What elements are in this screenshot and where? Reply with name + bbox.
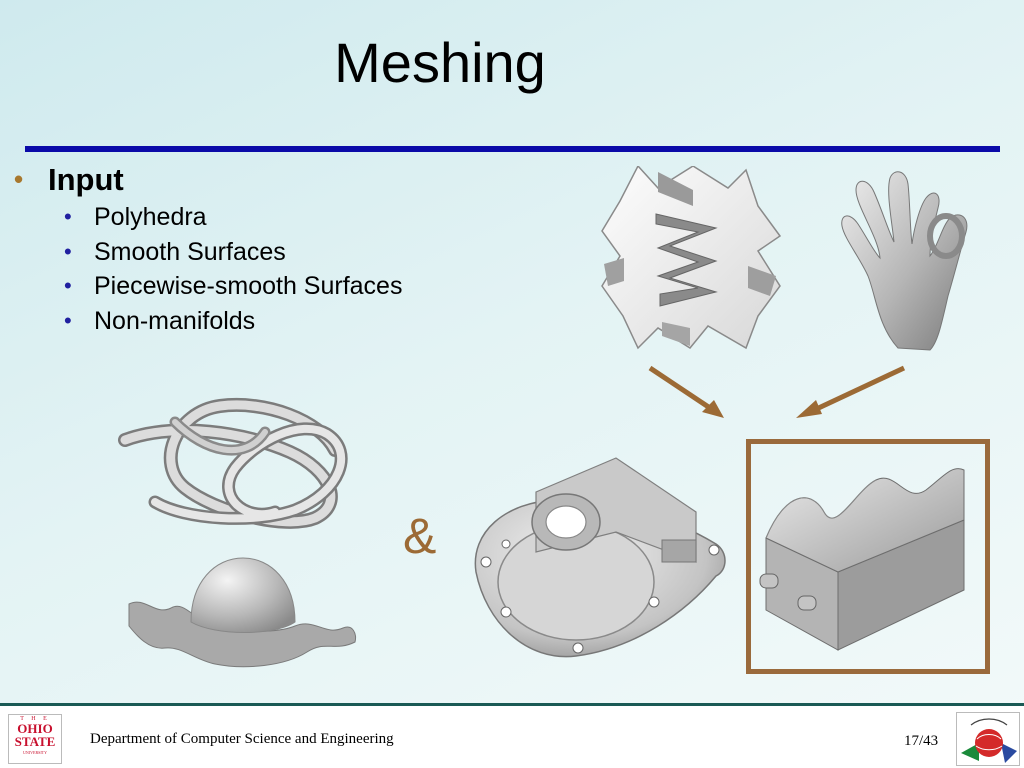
sub-bullet-dot-icon: • bbox=[64, 238, 72, 264]
highlight-frame bbox=[746, 439, 990, 674]
mechanical-part-model bbox=[474, 457, 726, 658]
polyhedron-model bbox=[601, 166, 782, 350]
osu-logo-ohio: OHIO bbox=[17, 721, 53, 736]
department-name: Department of Computer Science and Engin… bbox=[90, 731, 394, 747]
slide-title: Meshing bbox=[0, 30, 880, 95]
sub-bullet-piecewise: • Piecewise-smooth Surfaces bbox=[14, 269, 402, 304]
osu-logo-state: STATE bbox=[14, 734, 56, 749]
page-number: 17/43 bbox=[904, 733, 939, 749]
sub-bullet-list: • Polyhedra • Smooth Surfaces • Piecewise-s… bbox=[14, 200, 402, 338]
sub-bullet-label: Non-manifolds bbox=[94, 306, 256, 335]
bullet-dot-icon: • bbox=[14, 164, 24, 194]
hand-model bbox=[841, 171, 968, 351]
bullet-list: • Input • Polyhedra • Smooth Surfaces • Pie… bbox=[14, 162, 402, 338]
sub-bullet-dot-icon: • bbox=[64, 307, 72, 333]
bullet-input: • Input bbox=[14, 162, 402, 200]
dome-model bbox=[128, 557, 356, 668]
osu-logo-the: T H E bbox=[20, 716, 50, 722]
knot-model bbox=[118, 398, 348, 529]
lab-logo-icon bbox=[956, 712, 1020, 766]
sub-bullet-dot-icon: • bbox=[64, 273, 72, 298]
osu-logo-university: UNIVERSITY bbox=[23, 750, 47, 755]
bullet-label: Input bbox=[48, 162, 124, 197]
sub-bullet-dot-icon: • bbox=[64, 204, 72, 229]
title-underline bbox=[25, 146, 1000, 152]
footer-divider bbox=[0, 703, 1024, 706]
sub-bullet-polyhedra: • Polyhedra bbox=[14, 200, 402, 235]
sub-bullet-nonmanifold: • Non-manifolds bbox=[14, 304, 402, 339]
wavy-block-model bbox=[759, 468, 965, 651]
arrows-graphic bbox=[648, 365, 906, 418]
slide-title-text: Meshing bbox=[334, 31, 546, 94]
sub-bullet-label: Polyhedra bbox=[94, 203, 207, 231]
sub-bullet-label: Smooth Surfaces bbox=[94, 237, 286, 266]
sub-bullet-label: Piecewise-smooth Surfaces bbox=[94, 272, 403, 300]
sub-bullet-smooth: • Smooth Surfaces bbox=[14, 235, 402, 270]
ampersand-symbol: & bbox=[403, 508, 437, 564]
